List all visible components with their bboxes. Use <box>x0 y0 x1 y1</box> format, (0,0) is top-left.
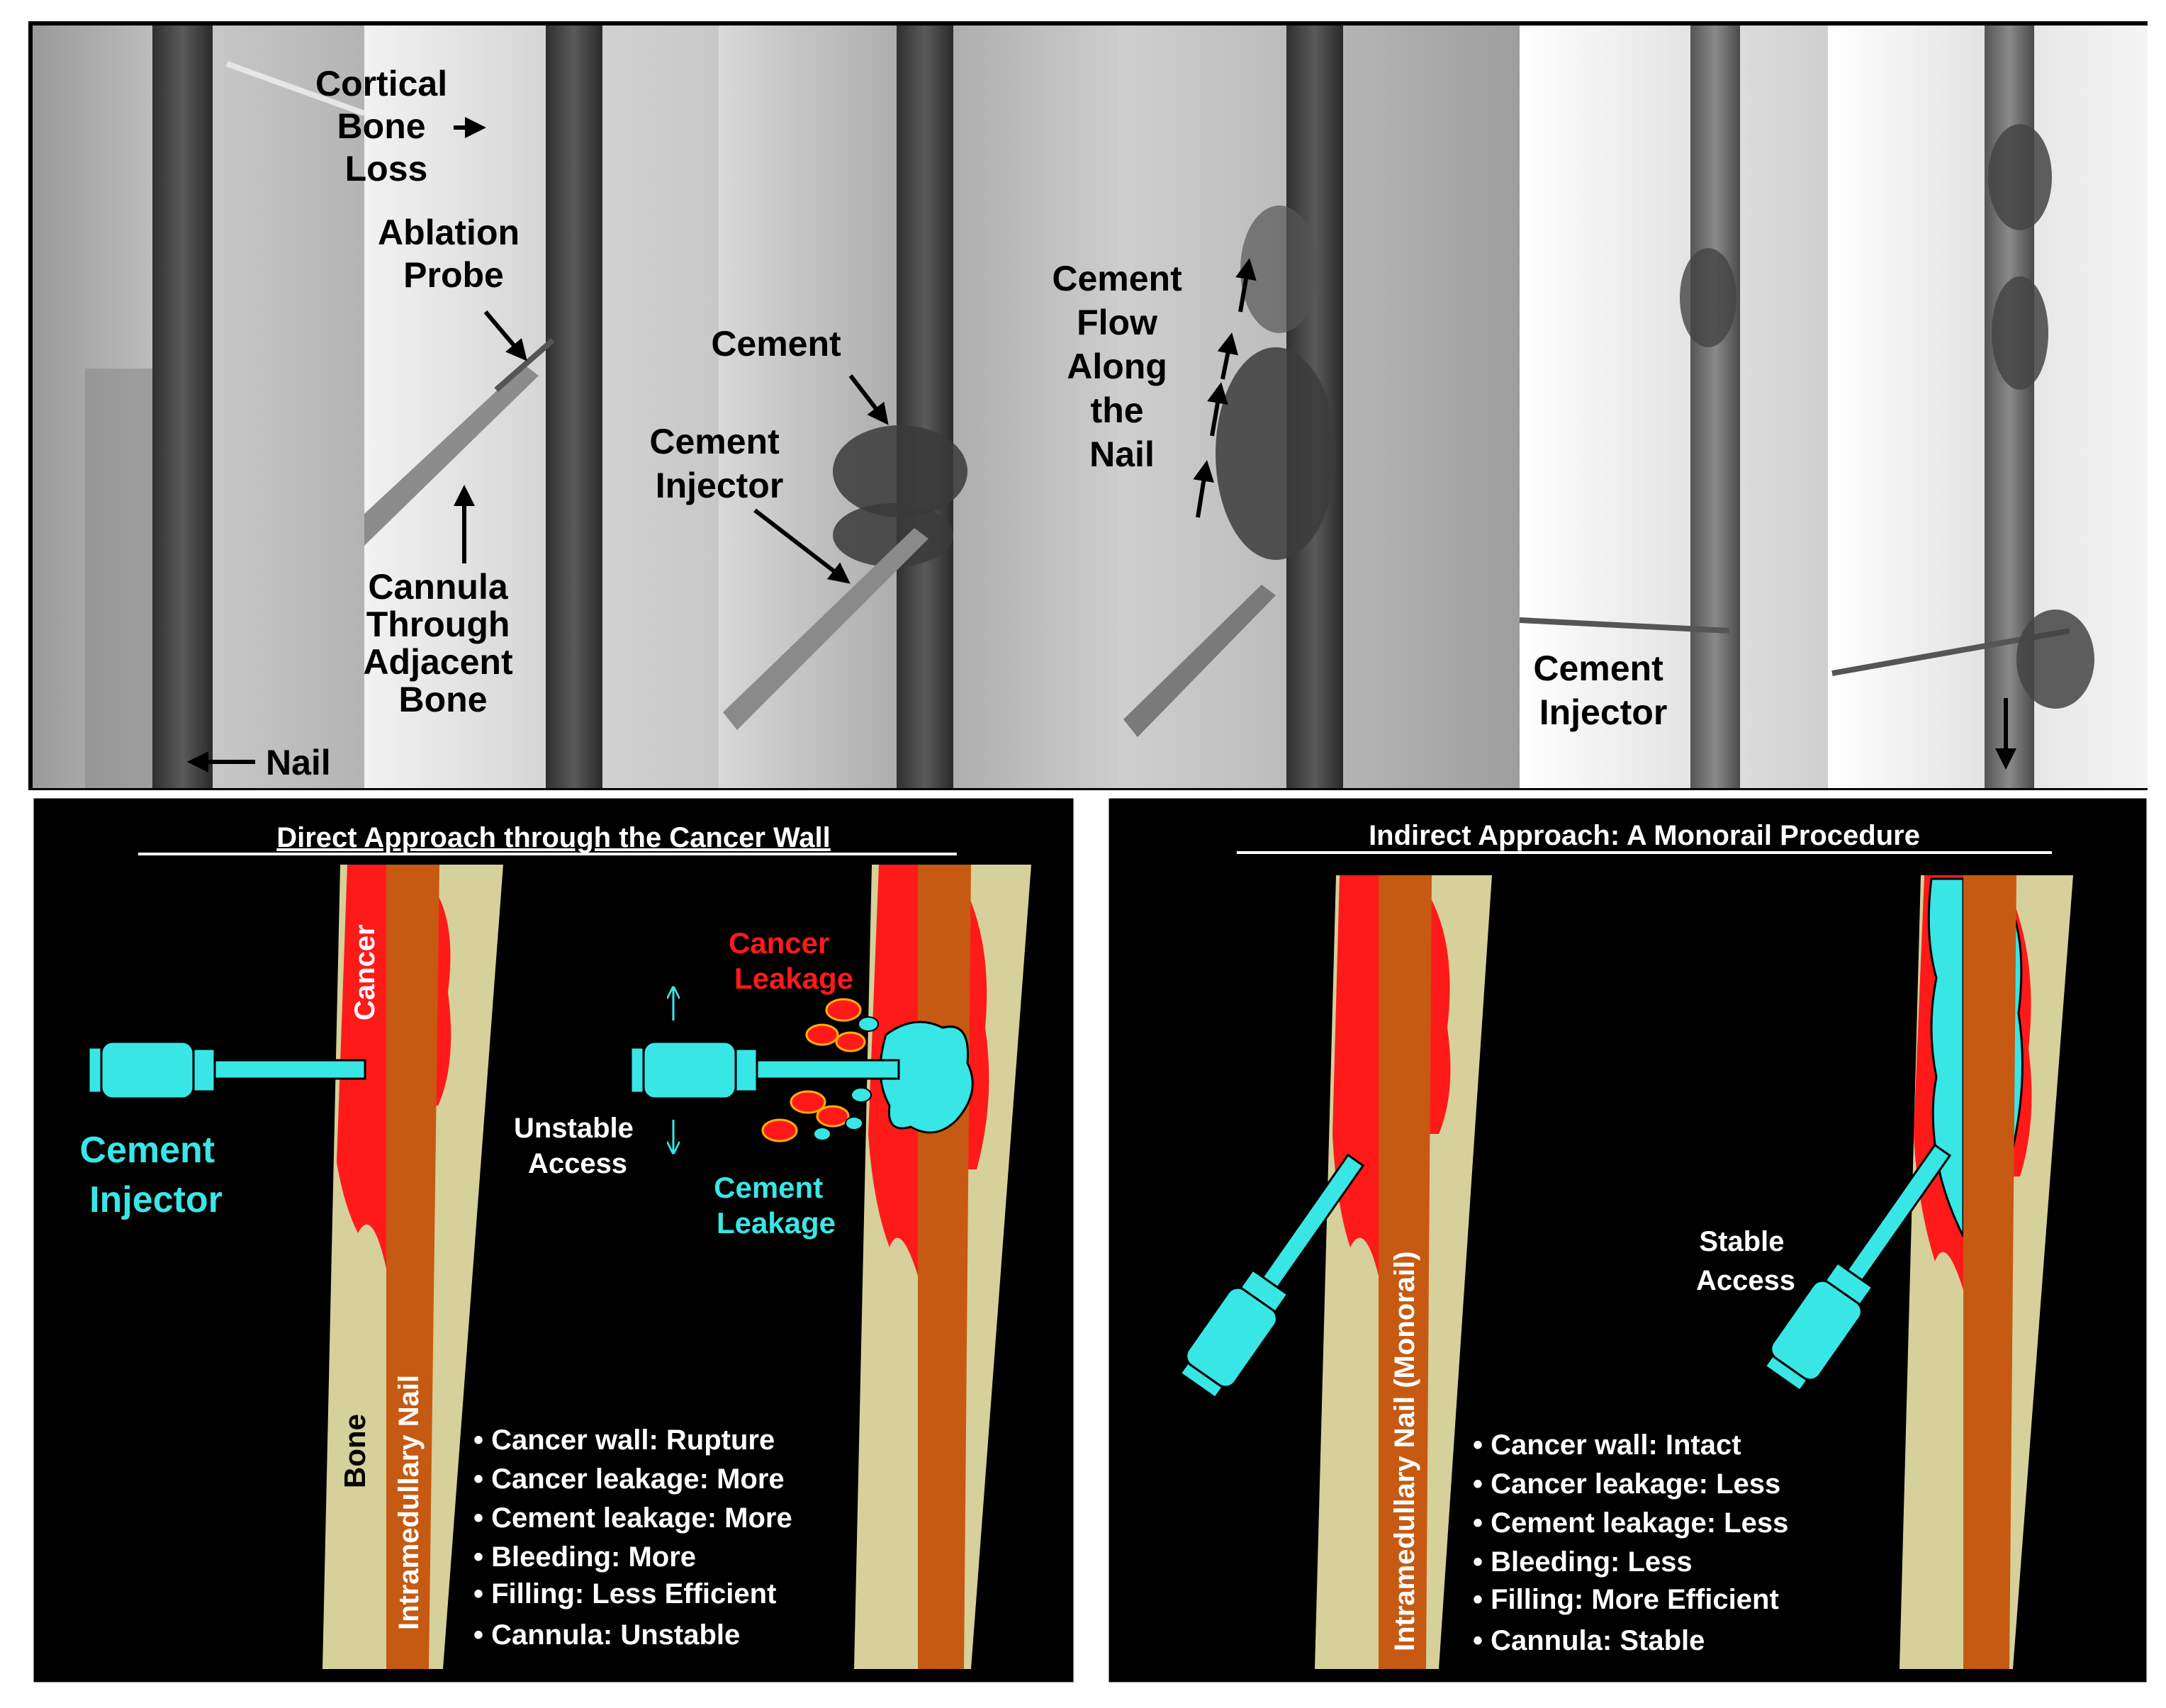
label-intramedullary-nail-monorail: Intramedullary Nail (Monorail) <box>1389 1251 1420 1651</box>
label-cement-injector-diagram: Cement Injector <box>79 1130 225 1220</box>
label-intramedullary-nail: Intramedullary Nail <box>393 1375 425 1630</box>
cement-leakage-blobs <box>813 1016 879 1141</box>
label-cement-flow: Cement Flow Along the Nail <box>1052 259 1191 474</box>
cement-injector-device-1 <box>87 1040 366 1100</box>
cement-flow-arrows <box>1193 258 1257 518</box>
label-cancer: Cancer <box>349 924 381 1021</box>
direct-bullets: • Cancer wall: Rupture • Cancer leakage:… <box>473 1425 800 1651</box>
label-ablation-probe: Ablation Probe <box>378 213 529 295</box>
cancer-leakage-blobs <box>761 998 866 1142</box>
label-nail: Nail <box>266 743 331 782</box>
arrow-cement <box>848 374 889 425</box>
direct-bone-1: Cancer Bone Intramedullary Nail <box>322 865 503 1669</box>
label-cement-leakage: Cement Leakage <box>714 1171 836 1240</box>
indirect-title: Indirect Approach: A Monorail Procedure <box>1369 820 1920 851</box>
indirect-bone-2 <box>1900 875 2073 1669</box>
label-cement: Cement <box>711 324 841 364</box>
xray-panel-4 <box>1119 26 1520 788</box>
direct-approach-panel: Direct Approach through the Cancer Wall … <box>31 796 1076 1685</box>
direct-title: Direct Approach through the Cancer Wall <box>276 822 831 853</box>
cement-injector-device-2 <box>629 989 900 1152</box>
indirect-approach-panel: Indirect Approach: A Monorail Procedure … <box>1106 796 2149 1685</box>
label-cannula: Cannula Through Adjacent Bone <box>363 567 522 719</box>
arrow-ablation-probe <box>483 310 527 361</box>
xray-panel-5 <box>1519 26 1828 788</box>
label-cancer-leakage: Cancer Leakage <box>729 926 853 995</box>
xray-panel-1 <box>33 26 366 788</box>
xray-panel-6 <box>1828 26 2148 788</box>
cement-injector-device-3 <box>1179 1153 1365 1400</box>
label-cement-injector-2: Cement Injector <box>1533 648 1673 732</box>
label-bone: Bone <box>338 1414 371 1488</box>
arrow-cement-injector-1 <box>753 508 851 584</box>
indirect-bullets: • Cancer wall: Intact • Cancer leakage: … <box>1473 1429 1796 1656</box>
cement-injector-device-4 <box>1763 1143 1952 1393</box>
xray-panel-2 <box>364 26 719 788</box>
label-unstable-access: Unstable Access <box>514 1113 641 1179</box>
label-cement-injector-1: Cement Injector <box>649 422 789 505</box>
indirect-bone-1: Intramedullary Nail (Monorail) <box>1315 875 1492 1669</box>
xray-strip: Cortical Bone Loss Ablation Probe Cannul… <box>28 21 2148 790</box>
label-cortical-bone-loss: Cortical Bone Loss <box>315 64 457 189</box>
xray-panel-3 <box>719 26 1119 788</box>
label-stable-access: Stable Access <box>1696 1226 1795 1296</box>
